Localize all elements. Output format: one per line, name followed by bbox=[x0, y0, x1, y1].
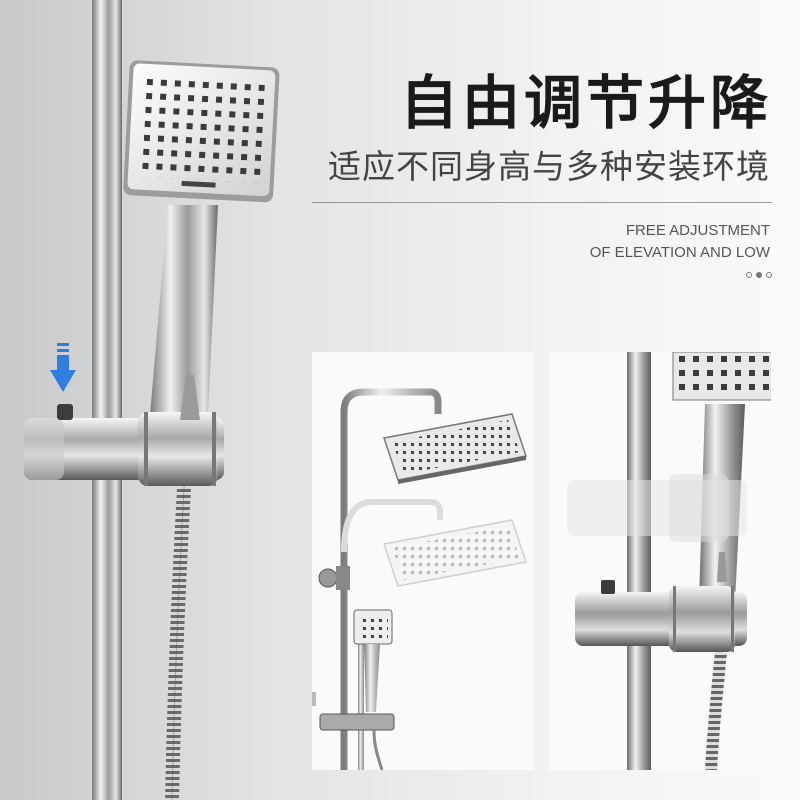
divider bbox=[312, 202, 772, 203]
page-title: 自由调节升降 bbox=[399, 69, 772, 137]
height-adjust-panel bbox=[312, 352, 534, 770]
pagination-dot bbox=[746, 272, 752, 278]
pagination-dot-active bbox=[756, 272, 762, 278]
down-arrow-icon bbox=[50, 343, 76, 392]
pagination-dots bbox=[746, 272, 772, 278]
bracket-closeup-panel bbox=[549, 352, 771, 770]
english-caption-line2: OF ELEVATION AND LOW bbox=[589, 244, 770, 261]
page-subtitle: 适应不同身高与多种安装环境 bbox=[328, 147, 770, 186]
english-caption-line1: FREE ADJUSTMENT bbox=[625, 222, 770, 239]
shower-column-illustration bbox=[312, 388, 527, 770]
bracket-closeup-illustration bbox=[567, 352, 771, 770]
pagination-dot bbox=[766, 272, 772, 278]
